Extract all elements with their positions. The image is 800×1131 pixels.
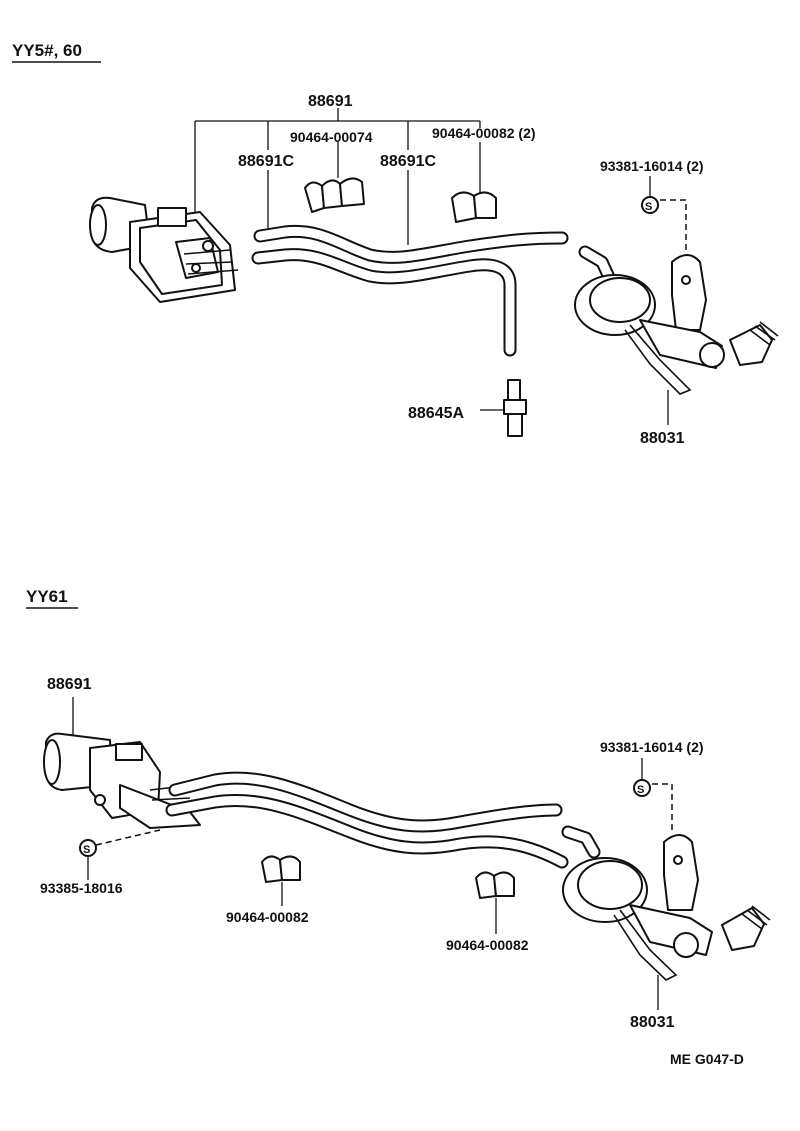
section-bottom: YY61 88691 93385-18016 90464-00082 90464… (26, 587, 771, 1067)
screw-s-mark: S (645, 201, 652, 213)
label-actuator-88031-top: 88031 (640, 430, 685, 447)
label-screw-93381-16014-bottom: 93381-16014 (2) (600, 739, 704, 755)
section-bottom-heading: YY61 (26, 587, 68, 606)
label-clamp-90464-00082-a: 90464-00082 (226, 909, 309, 925)
label-88691-bottom: 88691 (47, 676, 92, 693)
screw-symbol-top: S (641, 176, 687, 250)
actuator-88031-bottom (561, 825, 771, 1010)
section-top: YY5#, 60 88691 88691C 88691C 90464-00074… (12, 41, 779, 447)
section-top-heading: YY5#, 60 (12, 41, 82, 60)
clamp-90464-00082-bottom-a (261, 855, 301, 906)
label-screw-93381-16014-top: 93381-16014 (2) (600, 158, 704, 174)
label-clamp-90464-00082-b: 90464-00082 (446, 937, 529, 953)
label-clamp-90464-00082-2: 90464-00082 (2) (432, 125, 536, 141)
label-88691c-right: 88691C (380, 153, 436, 170)
label-screw-93385-18016: 93385-18016 (40, 880, 123, 896)
label-actuator-88031-bottom: 88031 (630, 1014, 675, 1031)
vsv-solenoid-bottom (43, 732, 201, 829)
clamp-90464-00082-top (451, 191, 497, 223)
screw-s-mark-bottom-left: S (83, 844, 90, 856)
clamp-90464-00082-bottom-b (475, 871, 515, 934)
screw-symbol-bottom: S (633, 758, 673, 830)
hose-bottom (165, 771, 569, 869)
footer-diagram-code: ME G047-D (670, 1051, 744, 1067)
label-clamp-90464-00074: 90464-00074 (290, 129, 373, 145)
label-88691c-left: 88691C (238, 153, 294, 170)
screw-s-mark-bottom-right: S (637, 784, 644, 796)
clamp-90464-00074 (304, 177, 365, 213)
label-88691-top: 88691 (308, 93, 353, 110)
screw-93385-18016-symbol: S (79, 829, 161, 880)
vsv-solenoid-top (89, 196, 239, 303)
label-fitting-88645a: 88645A (408, 405, 464, 422)
hose-88691c-top (251, 224, 569, 357)
fitting-88645a (480, 379, 527, 437)
actuator-88031-top (574, 245, 779, 425)
